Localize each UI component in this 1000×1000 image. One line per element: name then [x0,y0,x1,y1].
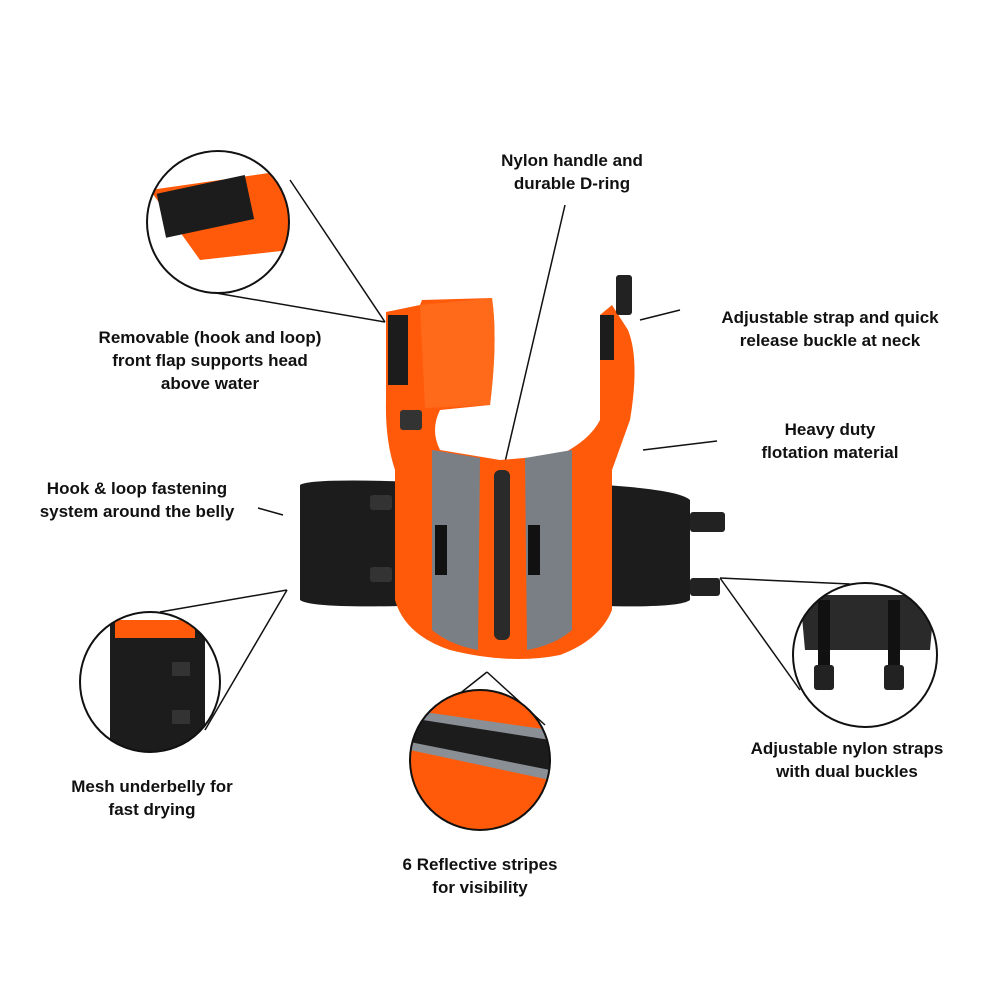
label-front-flap: Removable (hook and loop)front flap supp… [98,328,322,393]
mesh-detail-circle [79,611,221,753]
reflective-detail-circle [409,689,551,831]
straps-detail-circle [792,582,938,728]
flap-detail-circle [146,150,290,294]
vest [300,275,725,659]
